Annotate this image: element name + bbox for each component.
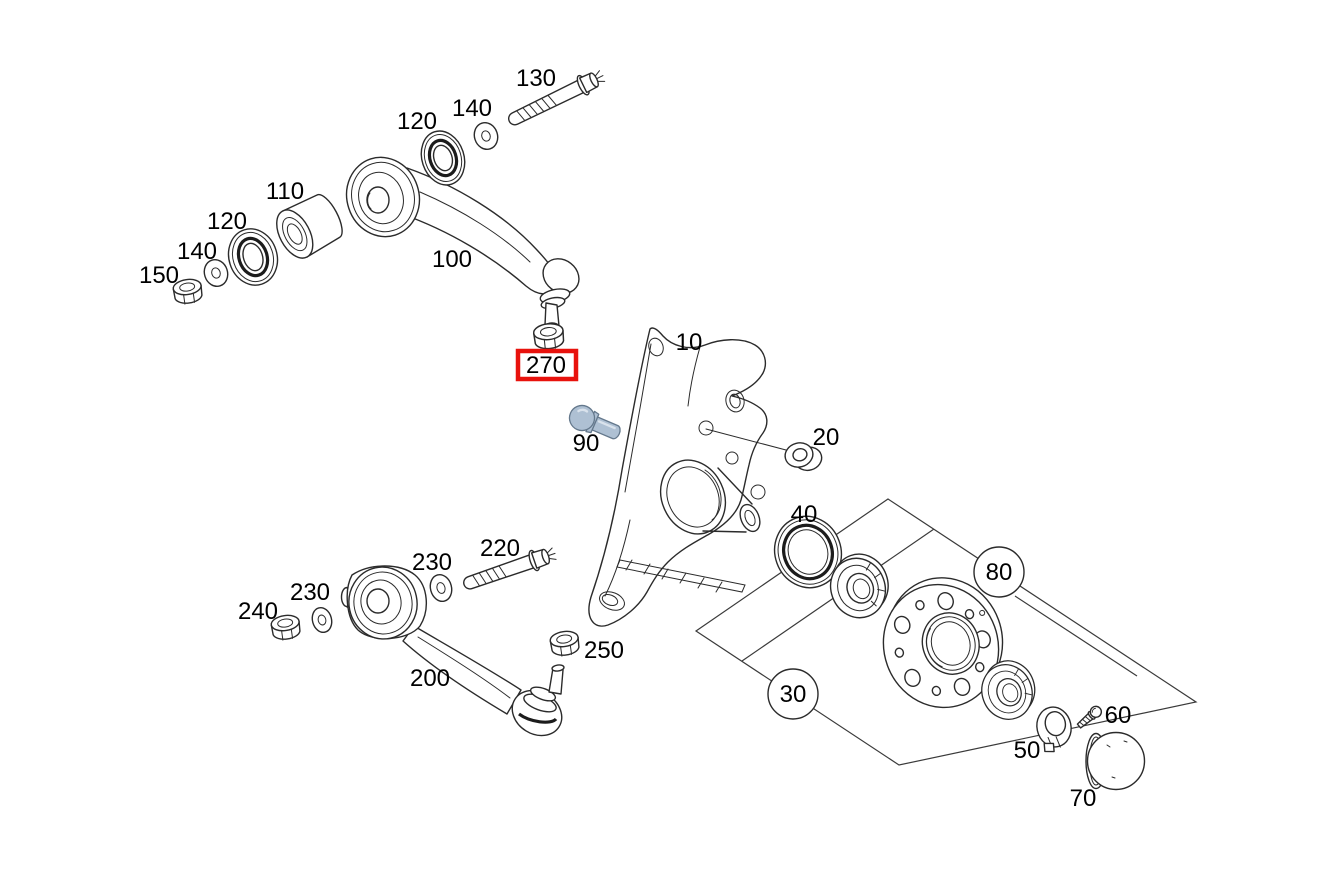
nut-150 <box>172 278 203 305</box>
part-label-40[interactable]: 40 <box>791 501 818 528</box>
part-label-50[interactable]: 50 <box>1014 737 1041 764</box>
washer-230-right <box>429 573 453 603</box>
part-label-110[interactable]: 110 <box>266 178 304 205</box>
screw-60 <box>1076 705 1103 729</box>
clamping-piece-50 <box>1036 706 1072 753</box>
bolt-130 <box>508 70 606 126</box>
washer-140-left <box>203 258 229 288</box>
nut-240 <box>270 614 301 641</box>
part-label-150[interactable]: 150 <box>139 262 179 289</box>
part-label-140-top[interactable]: 140 <box>452 95 492 122</box>
nut-250 <box>549 630 580 657</box>
part-label-80[interactable]: 80 <box>986 559 1013 586</box>
part-label-250[interactable]: 250 <box>584 637 624 664</box>
wheel-bearing-rear <box>981 660 1036 720</box>
part-label-120-top[interactable]: 120 <box>397 108 437 135</box>
steering-knuckle-10 <box>588 327 768 627</box>
callout-circle-80[interactable]: 80 <box>973 546 1025 598</box>
part-label-60[interactable]: 60 <box>1105 702 1132 729</box>
part-label-240[interactable]: 240 <box>238 598 278 625</box>
wheel-bearing-front <box>829 553 889 619</box>
lower-control-arm-200 <box>340 565 565 737</box>
bushing-sleeve-110 <box>276 193 343 259</box>
spacer-bushing-20 <box>784 442 823 472</box>
part-label-10[interactable]: 10 <box>676 329 703 356</box>
fitted-bolt-90 <box>568 404 621 440</box>
part-label-230-left[interactable]: 230 <box>290 579 330 606</box>
highlight-box-270[interactable]: 270 <box>515 348 579 382</box>
part-label-130[interactable]: 130 <box>516 65 556 92</box>
upper-control-arm-100 <box>345 156 580 330</box>
part-label-30[interactable]: 30 <box>780 681 807 708</box>
part-label-140-left[interactable]: 140 <box>177 238 217 265</box>
part-label-270[interactable]: 270 <box>526 352 566 379</box>
nut-270 <box>532 323 565 351</box>
washer-230-left <box>311 606 333 634</box>
callout-circle-30[interactable]: 30 <box>767 668 819 720</box>
bearing-ring-120-left <box>227 228 279 286</box>
leader-line-20 <box>705 428 787 451</box>
part-label-20[interactable]: 20 <box>813 424 840 451</box>
part-label-100[interactable]: 100 <box>432 246 472 273</box>
part-labels: 130 140 120 110 120 140 150 100 10 90 20… <box>139 65 1131 812</box>
part-label-90[interactable]: 90 <box>573 430 600 457</box>
part-label-200[interactable]: 200 <box>410 665 450 692</box>
part-label-120-left[interactable]: 120 <box>207 208 247 235</box>
part-label-70[interactable]: 70 <box>1070 785 1097 812</box>
bolt-220 <box>463 547 557 590</box>
bearing-ring-120-top <box>420 130 466 186</box>
hub-cap-70 <box>1085 731 1146 791</box>
part-label-230-right[interactable]: 230 <box>412 549 452 576</box>
wheel-hub <box>882 577 1004 709</box>
part-label-220[interactable]: 220 <box>480 535 520 562</box>
sealing-ring-40 <box>773 515 843 589</box>
washer-140-top <box>473 121 499 151</box>
